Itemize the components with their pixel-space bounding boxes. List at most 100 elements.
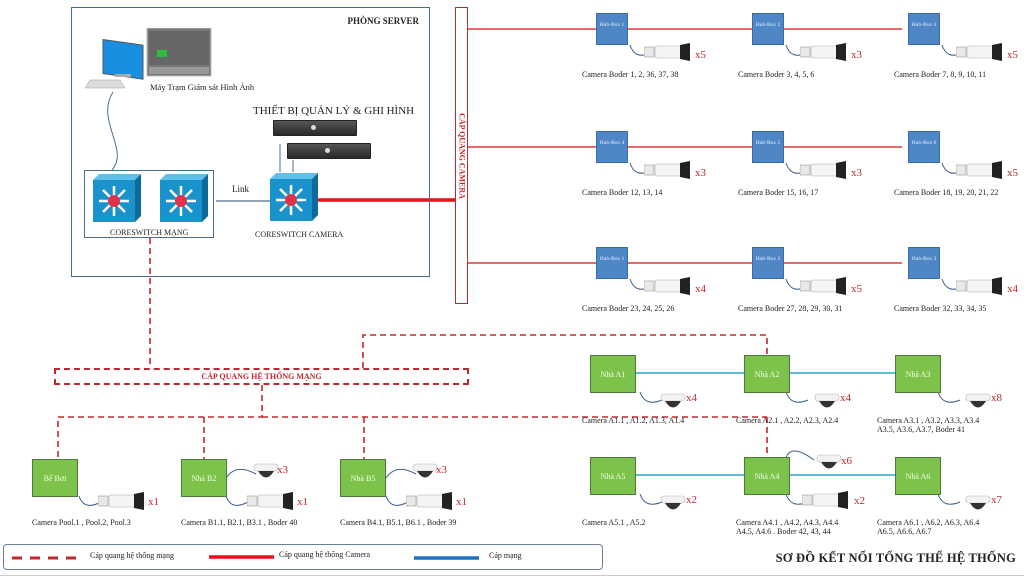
- building-node[interactable]: Nhà B2: [181, 459, 227, 497]
- hub-label: Hub-Box 2: [755, 22, 781, 28]
- camera-count: x4: [695, 283, 706, 295]
- hub-box[interactable]: Hub-Box 2: [752, 13, 784, 45]
- camera-list: Camera B1.1, B2.1, B3.1 , Boder 40: [181, 518, 298, 527]
- building-node[interactable]: Nhà A5: [590, 457, 636, 495]
- camera-fiber-bus: CÁP QUANG CAMERA: [455, 7, 468, 304]
- hub-box[interactable]: Hub-Box 4: [596, 131, 628, 163]
- coreswitch-camera-label: CORESWITCH CAMERA: [255, 230, 344, 239]
- bullet-camera-icon: [802, 491, 848, 509]
- bullet-camera-icon: [956, 161, 1002, 179]
- building-label: Nhà A6: [905, 471, 931, 481]
- camera-list: Camera Boder 12, 13, 14: [582, 188, 663, 197]
- diagram-title: SƠ ĐỒ KẾT NỐI TỔNG THỂ HỆ THỐNG: [775, 551, 1016, 565]
- camera-list: Camera A4.1 , A4.2, A4.3, A4.4: [736, 518, 839, 527]
- bullet-camera-icon: [800, 161, 846, 179]
- network-fiber-label: CÁP QUANG HỆ THỐNG MẠNG: [201, 372, 322, 381]
- server-room: PHÒNG SERVER: [71, 7, 430, 277]
- coreswitch-network-2[interactable]: [160, 174, 208, 222]
- camera-count: x3: [851, 49, 862, 61]
- link-label: Link: [232, 184, 249, 194]
- dome-camera-icon: [412, 463, 438, 478]
- bullet-camera-icon: [406, 492, 452, 510]
- hub-box[interactable]: Hub-Box 5: [752, 131, 784, 163]
- hub-box[interactable]: Hub-Box 3: [908, 13, 940, 45]
- hub-box[interactable]: Hub-Box 3: [908, 247, 940, 279]
- building-label: Bể Bơi: [43, 473, 67, 483]
- camera-count: x3: [851, 167, 862, 179]
- building-label: Nhà A1: [600, 369, 626, 379]
- hub-label: Hub-Box 3: [911, 256, 937, 262]
- camera-list: Camera Boder 27, 28, 29, 30, 31: [738, 304, 843, 313]
- nvr-unit-1[interactable]: [273, 120, 357, 136]
- dome-camera-icon: [965, 393, 991, 408]
- camera-count: x4: [1007, 283, 1018, 295]
- camera-count: x7: [991, 494, 1002, 506]
- camera-count: x5: [851, 283, 862, 295]
- building-node[interactable]: Nhà A6: [895, 457, 941, 495]
- dome-camera-icon: [253, 463, 279, 478]
- coreswitch-network-label: CORESWITCH MẠNG: [110, 228, 189, 237]
- legend-blue-line: [414, 556, 479, 560]
- legend-dashed-red-line: [12, 556, 82, 560]
- hub-label: Hub-Box 2: [755, 256, 781, 262]
- building-node[interactable]: Bể Bơi: [32, 459, 78, 497]
- bottom-rule: [0, 575, 1024, 576]
- hub-box[interactable]: Hub-Box 2: [752, 247, 784, 279]
- hub-label: Hub-Box 5: [755, 140, 781, 146]
- camera-count: x3: [277, 464, 288, 476]
- hub-label: Hub-Box 4: [599, 140, 625, 146]
- camera-list: Camera A3.1 , A3.2, A3.3, A3.4: [877, 416, 980, 425]
- building-label: Nhà A3: [905, 369, 931, 379]
- camera-count-bullet: x1: [148, 496, 159, 508]
- bullet-camera-icon: [644, 161, 690, 179]
- hub-box[interactable]: Hub-Box 1: [596, 13, 628, 45]
- hub-label: Hub-Box 1: [599, 22, 625, 28]
- camera-count: x2: [686, 494, 697, 506]
- camera-count-bullet: x2: [854, 495, 865, 507]
- dome-camera-icon: [816, 454, 842, 469]
- bullet-camera-icon: [247, 492, 293, 510]
- camera-count-bullet: x1: [297, 496, 308, 508]
- bullet-camera-icon: [956, 277, 1002, 295]
- camera-list: A3.5, A3.6, A3.7, Boder 41: [877, 425, 965, 434]
- camera-count: x8: [991, 392, 1002, 404]
- server-room-title: PHÒNG SERVER: [347, 16, 419, 26]
- building-node[interactable]: Nhà A3: [895, 355, 941, 393]
- bullet-camera-icon: [644, 43, 690, 61]
- building-node[interactable]: Nhà A4: [744, 457, 790, 495]
- camera-count: x5: [1007, 49, 1018, 61]
- legend-network-cable: Cáp mạng: [489, 551, 522, 560]
- camera-list: Camera Pool.1 , Pool.2, Pool.3: [32, 518, 131, 527]
- bullet-camera-icon: [644, 277, 690, 295]
- recorder-label: THIẾT BỊ QUẢN LÝ & GHI HÌNH: [253, 105, 415, 117]
- hub-box[interactable]: Hub-Box 1: [596, 247, 628, 279]
- camera-fiber-label: CÁP QUANG CAMERA: [457, 112, 466, 199]
- camera-list: Camera A2.1 , A2.2, A2.3, A2.4: [736, 416, 839, 425]
- camera-list: Camera Boder 15, 16, 17: [738, 188, 819, 197]
- workstation-cable: [107, 91, 118, 171]
- building-label: Nhà B2: [191, 473, 217, 483]
- legend-solid-red-line: [209, 555, 274, 559]
- workstation[interactable]: [84, 27, 215, 93]
- building-label: Nhà A4: [754, 471, 780, 481]
- coreswitch-camera[interactable]: [270, 173, 318, 221]
- camera-list: A4.5, A4.6 . Boder 42, 43, 44: [736, 527, 831, 536]
- camera-list: Camera B4.1, B5.1, B6.1 , Boder 39: [340, 518, 457, 527]
- camera-count: x5: [1007, 167, 1018, 179]
- camera-list: Camera Boder 23, 24, 25, 26: [582, 304, 675, 313]
- camera-list: Camera Boder 1, 2, 36, 37, 38: [582, 70, 679, 79]
- building-node[interactable]: Nhà A2: [744, 355, 790, 393]
- coreswitch-network-1[interactable]: [93, 174, 141, 222]
- dome-camera-icon: [965, 495, 991, 510]
- building-node[interactable]: Nhà A1: [590, 355, 636, 393]
- hub-label: Hub-Box 1: [599, 256, 625, 262]
- hub-box[interactable]: Hub-Box 6: [908, 131, 940, 163]
- nvr-unit-2[interactable]: [287, 143, 371, 159]
- building-node[interactable]: Nhà B5: [340, 459, 386, 497]
- monitor-icon: [84, 27, 212, 89]
- bullet-camera-icon: [98, 492, 144, 510]
- camera-list: Camera A5.1 , A5.2: [582, 518, 646, 527]
- legend: Cáp quang hệ thống mạng Cáp quang hệ thố…: [3, 544, 603, 570]
- hub-label: Hub-Box 3: [911, 22, 937, 28]
- camera-list: A6.5, A6.6, A6.7: [877, 527, 932, 536]
